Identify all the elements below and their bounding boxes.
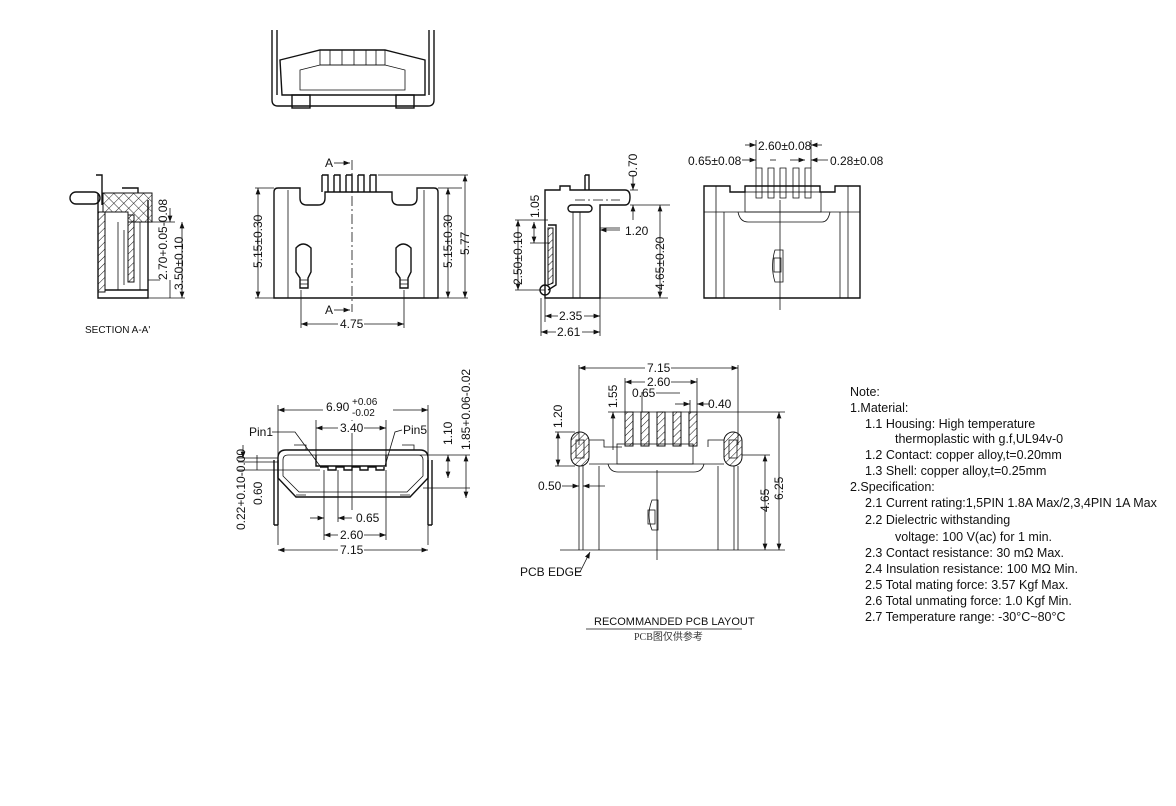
note-line: 2.4 Insulation resistance: 100 MΩ Min. bbox=[865, 562, 1078, 576]
note-line: 2.7 Temperature range: -30°C~80°C bbox=[865, 610, 1066, 624]
mating-dim-7-15: 7.15 bbox=[340, 543, 364, 557]
notes-heading: Note: bbox=[850, 385, 880, 399]
side-dim-4-65: 4.65±0.20 bbox=[653, 236, 667, 290]
pcb-dim-1-20: 1.20 bbox=[551, 404, 565, 428]
pcb-dim-2-60: 2.60 bbox=[647, 375, 671, 389]
pcb-edge-label: PCB EDGE bbox=[520, 565, 582, 579]
side-dim-0-70: 0.70 bbox=[626, 153, 640, 177]
note-line: 1.Material: bbox=[850, 401, 908, 415]
pcb-layout-view: 7.15 2.60 0.65 0.40 1.55 1.20 4.65 6.25 … bbox=[520, 361, 786, 643]
note-line: 2.5 Total mating force: 3.57 Kgf Max. bbox=[865, 578, 1068, 592]
note-line: 2.6 Total unmating force: 1.0 Kgf Min. bbox=[865, 594, 1072, 608]
pcb-dim-4-65: 4.65 bbox=[758, 488, 772, 512]
mating-dim-3-40: 3.40 bbox=[340, 421, 364, 435]
mating-dim-6-90: 6.90 bbox=[326, 400, 350, 414]
note-line: 1.2 Contact: copper alloy,t=0.20mm bbox=[865, 448, 1062, 462]
front-dim-total: 5.77 bbox=[458, 231, 472, 255]
pcb-layout-subtitle: PCB图仅供参考 bbox=[634, 630, 703, 643]
note-line: thermoplastic with g.f,UL94v-0 bbox=[895, 432, 1063, 446]
section-marker-bottom: A bbox=[325, 303, 333, 317]
rear-dim-2-60: 2.60±0.08 bbox=[758, 139, 812, 153]
pcb-layout-title: RECOMMANDED PCB LAYOUT bbox=[594, 616, 755, 628]
mating-dim-1-10: 1.10 bbox=[441, 421, 455, 445]
pcb-dim-7-15: 7.15 bbox=[647, 361, 671, 375]
side-dim-2-35: 2.35 bbox=[559, 309, 583, 323]
notes: Note: 1.Material: 1.1 Housing: High temp… bbox=[850, 385, 1158, 624]
mating-face-view: 6.90 +0.06 -0.02 3.40 Pin1 Pin5 1.10 1.8… bbox=[234, 369, 473, 557]
mating-dim-0-65: 0.65 bbox=[356, 511, 380, 525]
side-dim-1-05: 1.05 bbox=[528, 194, 542, 218]
section-marker-top: A bbox=[325, 156, 333, 170]
section-dim-3-50: 3.50±0.10 bbox=[172, 236, 186, 290]
side-dim-2-50: 2.50±0.10 bbox=[511, 231, 525, 285]
mating-dim-0-60: 0.60 bbox=[251, 481, 265, 505]
note-line: 2.1 Current rating:1,5PIN 1.8A Max/2,3,4… bbox=[865, 496, 1158, 510]
section-title: SECTION A-A' bbox=[85, 325, 150, 336]
rear-dim-0-28: 0.28±0.08 bbox=[830, 154, 884, 168]
note-line: 1.1 Housing: High temperature bbox=[865, 417, 1035, 431]
pin5-label: Pin5 bbox=[403, 423, 427, 437]
mating-dim-1-85: 1.85+0.06-0.02 bbox=[459, 369, 473, 450]
pcb-dim-1-55: 1.55 bbox=[606, 384, 620, 408]
section-a-a-view: 2.70+0.05-0.08 3.50±0.10 SECTION A-A' bbox=[69, 174, 186, 336]
front-dim-right: 5.15±0.30 bbox=[441, 214, 455, 268]
top-view bbox=[271, 30, 435, 109]
side-view: 0.70 1.05 1.20 2.50±0.10 4.65±0.20 2.35 … bbox=[511, 153, 670, 339]
section-dim-2-70: 2.70+0.05-0.08 bbox=[156, 199, 170, 280]
side-dim-1-20: 1.20 bbox=[625, 224, 649, 238]
mating-dim-6-90-tol-plus: +0.06 bbox=[352, 397, 378, 408]
mating-dim-6-90-tol-minus: -0.02 bbox=[352, 408, 375, 419]
note-line: 2.2 Dielectric withstanding bbox=[865, 513, 1010, 527]
front-dim-pitch: 4.75 bbox=[340, 317, 364, 331]
side-dim-2-61: 2.61 bbox=[557, 325, 581, 339]
pcb-dim-0-50: 0.50 bbox=[538, 479, 562, 493]
note-line: 2.3 Contact resistance: 30 mΩ Max. bbox=[865, 546, 1064, 560]
pcb-dim-0-65: 0.65 bbox=[632, 386, 656, 400]
pcb-dim-0-40: 0.40 bbox=[708, 397, 732, 411]
front-view: A A 5.15±0.30 5.15±0.30 5.77 4.75 bbox=[251, 156, 472, 331]
front-dim-left: 5.15±0.30 bbox=[251, 214, 265, 268]
rear-view: 2.60±0.08 0.65±0.08 0.28±0.08 bbox=[688, 139, 884, 310]
mating-dim-0-22: 0.22+0.10-0.00 bbox=[234, 449, 248, 530]
mating-dim-2-60: 2.60 bbox=[340, 528, 364, 542]
note-line: voltage: 100 V(ac) for 1 min. bbox=[895, 530, 1052, 544]
note-line: 1.3 Shell: copper alloy,t=0.25mm bbox=[865, 464, 1046, 478]
pin1-label: Pin1 bbox=[249, 425, 273, 439]
pcb-dim-6-25: 6.25 bbox=[772, 476, 786, 500]
rear-dim-0-65: 0.65±0.08 bbox=[688, 154, 742, 168]
note-line: 2.Specification: bbox=[850, 480, 935, 494]
